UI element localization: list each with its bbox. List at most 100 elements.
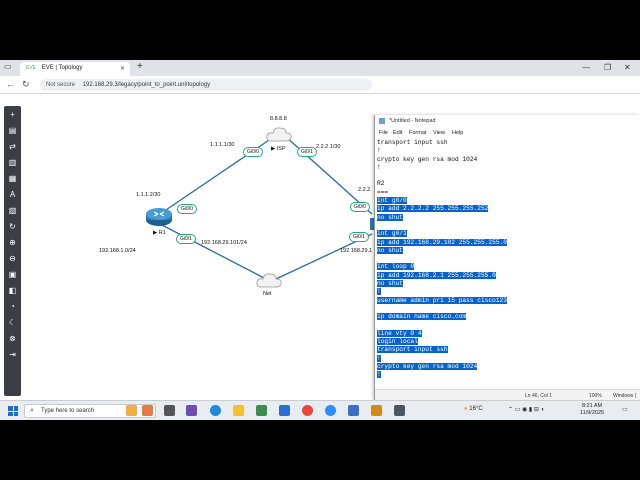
notepad-line-text: ! — [377, 147, 381, 155]
port-r2-gi00[interactable]: Gi0/0 — [350, 202, 370, 212]
store-icon[interactable] — [256, 405, 267, 416]
status-icon[interactable]: ▣ — [8, 270, 17, 279]
router-r2-icon[interactable] — [370, 218, 376, 230]
port-r1-gi01[interactable]: Gi0/1 — [176, 234, 196, 244]
menu-format[interactable]: Format — [409, 130, 427, 136]
notepad-line: ! — [377, 371, 639, 379]
eve-favicon-icon: EVE — [26, 65, 37, 71]
zoom-in-icon[interactable]: ⊕ — [9, 238, 16, 247]
pinned-app-3-icon[interactable] — [371, 405, 382, 416]
lab-details-icon[interactable]: ◧ — [8, 286, 17, 295]
pinned-app-2-icon[interactable] — [186, 405, 197, 416]
isp-cloud-icon[interactable] — [266, 126, 292, 144]
search-icon: ⌕ — [30, 407, 34, 414]
port-r1-gi00[interactable]: Gi0/0 — [177, 204, 197, 214]
close-window-icon[interactable]: ✕ — [624, 63, 631, 72]
menu-view[interactable]: View — [433, 130, 445, 136]
notepad-line: login local — [377, 338, 639, 346]
eve-topology-canvas[interactable]: + ▤ ⇄ ▥ ▦ A ▧ ↻ ⊕ ⊖ ▣ ◧ ◔ ☾ ⊗ ⇥ — [0, 94, 640, 400]
search-placeholder: Type here to search — [41, 408, 95, 414]
windows-start-icon[interactable] — [8, 406, 18, 416]
tab-eve-topology[interactable]: EVE EVE | Topology ✕ — [20, 62, 130, 76]
chrome-icon[interactable] — [302, 405, 313, 416]
refresh-topology-icon[interactable]: ↻ — [9, 222, 16, 231]
notepad-line-text: crypto key gen rsa mod 1024 — [377, 155, 478, 163]
notepad-window[interactable]: *Untitled - Notepad File Edit Format Vie… — [374, 115, 640, 400]
notepad-line-text: ! — [377, 354, 381, 362]
notepad-line: R2 — [377, 180, 639, 188]
dark-mode-icon[interactable]: ☾ — [8, 318, 17, 327]
map-icon[interactable]: ▧ — [8, 206, 17, 215]
url-field[interactable]: Not secure 192.168.29.3/legacy/point_to_… — [40, 79, 372, 91]
restore-icon[interactable]: ❐ — [604, 63, 612, 72]
notepad-line: ! — [377, 147, 639, 155]
port-isp-gi00[interactable]: Gi0/0 — [243, 147, 263, 157]
tray-icons[interactable]: ⌃ ▭ ◉ ▮ ⊟ ◖ — [508, 407, 545, 413]
browser-tab-bar: ▭ EVE EVE | Topology ✕ + — ❐ ✕ — [0, 60, 640, 76]
tab-menu-icon[interactable]: ▭ — [4, 62, 12, 71]
notepad-line-text: username admin pri 15 pass cisco123 — [377, 296, 507, 304]
file-explorer-icon[interactable] — [233, 405, 244, 416]
notepad-line-text: no shut — [377, 213, 403, 221]
notepad-text-area[interactable]: transport input ssh!crypto key gen rsa m… — [377, 139, 639, 389]
net-cloud-icon[interactable] — [256, 272, 282, 290]
mail-icon[interactable] — [279, 405, 290, 416]
notepad-line-text: line vty 0 4 — [377, 329, 422, 337]
menu-edit[interactable]: Edit — [393, 130, 403, 136]
notepad-line-text: transport input ssh — [377, 346, 448, 354]
task-view-icon[interactable] — [164, 405, 175, 416]
taskbar-search-box[interactable]: ⌕ Type here to search — [24, 404, 156, 418]
zoom-out-icon[interactable]: ⊖ — [9, 254, 16, 263]
add-object-icon[interactable]: + — [10, 110, 15, 119]
widgets-icon[interactable] — [126, 405, 137, 416]
configured-objects-icon[interactable]: ▦ — [8, 174, 17, 183]
notepad-line: ip add 192.168.29.102 255.255.255.0 — [377, 238, 639, 247]
letterbox-top — [0, 0, 640, 60]
node-label-net[interactable]: Net — [263, 291, 272, 297]
close-lab-icon[interactable]: ⊗ — [9, 334, 16, 343]
lock-lab-icon[interactable]: ◔ — [10, 302, 15, 311]
menu-help[interactable]: Help — [452, 130, 464, 136]
notepad-line: ip add 192.168.2.1 255.255.255.0 — [377, 271, 639, 280]
text-icon[interactable]: A — [9, 190, 16, 199]
reload-icon[interactable]: ↻ — [22, 79, 30, 89]
clock-time: 8:21 AM — [581, 403, 603, 409]
notepad-line-text: int g0/0 — [377, 197, 407, 205]
terminal-icon[interactable] — [394, 405, 405, 416]
new-tab-button[interactable]: + — [137, 61, 143, 72]
notepad-line: transport input ssh — [377, 346, 639, 354]
weather-temp: 16°C — [469, 406, 483, 412]
notepad-line — [377, 172, 639, 180]
nodes-icon[interactable]: ▤ — [8, 126, 17, 135]
isp-loopback-label: 8.8.8.8 — [270, 116, 287, 122]
notepad-line: no shut — [377, 246, 639, 255]
notepad-line — [377, 305, 639, 313]
notepad-line-text: no shut — [377, 246, 403, 254]
notepad-line: ip add 2.2.2.2 255.255.255.252 — [377, 205, 639, 213]
notepad-taskbar-icon[interactable] — [348, 405, 359, 416]
logout-icon[interactable]: ⇥ — [9, 350, 16, 359]
notepad-line-text: int loop 0 — [377, 263, 415, 271]
tab-close-icon[interactable]: ✕ — [119, 66, 125, 72]
notepad-line-text: transport input ssh — [377, 139, 448, 146]
notepad-title-bar[interactable]: *Untitled - Notepad — [375, 115, 640, 128]
notification-icon[interactable]: ▭ — [622, 407, 628, 413]
zoom-app-icon[interactable] — [325, 405, 336, 416]
back-arrow-icon[interactable]: ← — [6, 79, 15, 89]
isp-r1-ip-label: 1.1.1.1/30 — [210, 142, 235, 148]
menu-file[interactable]: File — [379, 130, 388, 136]
port-r2-gi01[interactable]: Gi0/1 — [349, 232, 369, 242]
notepad-line-text: ip add 2.2.2.2 255.255.255.252 — [377, 205, 489, 213]
weather-widget[interactable]: ● 16°C — [464, 406, 483, 412]
startup-configs-icon[interactable]: ▥ — [8, 158, 17, 167]
networks-icon[interactable]: ⇄ — [9, 142, 16, 151]
node-label-isp[interactable]: ▶ ISP — [271, 146, 286, 152]
minimize-icon[interactable]: — — [582, 63, 590, 72]
pinned-app-icon[interactable] — [142, 405, 153, 416]
taskbar-clock[interactable]: 8:21 AM 11/9/2025 — [580, 403, 604, 417]
not-secure-indicator[interactable]: Not secure — [46, 82, 76, 88]
router-r1-icon[interactable] — [145, 207, 173, 227]
edge-icon[interactable] — [210, 405, 221, 416]
port-isp-gi01[interactable]: Gi0/1 — [297, 147, 317, 157]
node-label-r1[interactable]: ▶ R1 — [153, 230, 166, 236]
